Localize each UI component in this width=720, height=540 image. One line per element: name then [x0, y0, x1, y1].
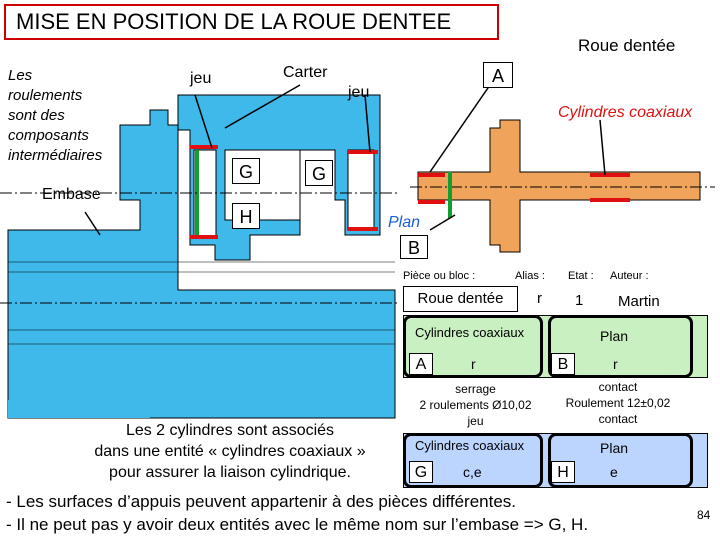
header-auteur: Auteur :: [610, 270, 649, 282]
embase-label: Embase: [42, 186, 101, 203]
label-G-left: G: [232, 158, 260, 184]
roulements-note: Les roulements sont des composants inter…: [8, 67, 103, 164]
left-embase-id: G: [409, 461, 433, 483]
label-A: A: [483, 62, 513, 88]
header-alias: Alias :: [515, 270, 545, 282]
auteur-value: Martin: [618, 293, 660, 310]
left-entity-name: Cylindres coaxiaux: [415, 325, 525, 340]
leader-lines: [84, 84, 606, 236]
cylindres-coaxiaux-label: Cylindres coaxiaux: [558, 104, 693, 121]
right-embase-id: H: [551, 461, 575, 483]
right-entity-alias: r: [613, 356, 618, 372]
right-entity-name: Plan: [600, 328, 629, 344]
left-embase-name: Cylindres coaxiaux: [415, 438, 525, 453]
embase-shape: [7, 109, 396, 419]
right-entity-id: B: [551, 353, 575, 375]
left-entity-id: A: [409, 353, 433, 375]
alias-value: r: [537, 290, 542, 307]
association-note: Les 2 cylindres sont associés dans une e…: [94, 422, 366, 481]
contact-marks-drawing: [190, 145, 378, 239]
piece-value: Roue dentée: [403, 286, 518, 312]
embase-hatching: [8, 261, 395, 345]
right-embase-name: Plan: [600, 440, 629, 456]
jeu-left-label: jeu: [190, 70, 212, 87]
plan-label: Plan: [388, 214, 421, 231]
left-link-desc: serrage 2 roulements Ø10,02 jeu: [419, 382, 532, 428]
contact-marks-gear: [418, 173, 630, 204]
embase-shape-bottom: [8, 250, 150, 418]
note-1: - Les surfaces d’appuis peuvent apparten…: [6, 492, 516, 511]
right-link-desc: contact Roulement 12±0,02 contact: [565, 380, 671, 426]
note-2: - Il ne peut pas y avoir deux entités av…: [6, 515, 589, 534]
left-embase-alias: c,e: [463, 464, 482, 480]
gear-shape: [417, 119, 701, 253]
label-H: H: [232, 203, 260, 229]
jeu-right-label: jeu: [348, 84, 370, 101]
left-entity-alias: r: [471, 356, 476, 372]
page-title: MISE EN POSITION DE LA ROUE DENTEE: [4, 4, 499, 40]
carter-label: Carter: [283, 64, 328, 81]
right-entity-box: [548, 315, 693, 378]
left-entity-box: [403, 315, 543, 378]
label-B: B: [400, 235, 428, 259]
etat-value: 1: [575, 292, 584, 309]
entity-table: Pièce ou bloc : Alias : Etat : Auteur : …: [403, 270, 708, 490]
bearing-right: [347, 149, 375, 231]
right-embase-box: [548, 433, 693, 488]
notes: - Les surfaces d’appuis peuvent apparten…: [0, 490, 720, 540]
right-embase-alias: e: [610, 464, 618, 480]
header-piece: Pièce ou bloc :: [403, 270, 476, 282]
left-embase-box: [403, 433, 543, 488]
header-etat: Etat :: [568, 270, 594, 282]
label-G-right: G: [305, 160, 333, 186]
page-number: 84: [697, 508, 711, 522]
roue-dentee-label: Roue dentée: [578, 36, 676, 55]
